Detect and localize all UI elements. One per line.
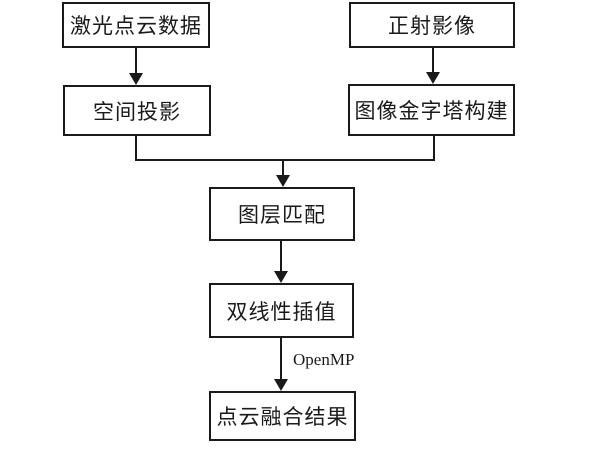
node-orthophoto-label: 正射影像 xyxy=(388,14,476,38)
node-spatial-projection-label: 空间投影 xyxy=(93,99,181,124)
node-laser-point-cloud-label: 激光点云数据 xyxy=(70,14,202,38)
edge-merge-elbow xyxy=(135,136,435,161)
node-fusion-result-label: 点云融合结果 xyxy=(216,405,349,429)
arrowhead-matching-to-interpolation xyxy=(274,271,288,283)
node-image-pyramid-label: 图像金字塔构建 xyxy=(354,99,509,123)
node-orthophoto: 正射影像 xyxy=(349,2,515,48)
node-image-pyramid: 图像金字塔构建 xyxy=(348,84,515,136)
node-layer-matching: 图层匹配 xyxy=(209,187,355,241)
node-fusion-result: 点云融合结果 xyxy=(209,391,356,441)
arrowhead-interpolation-to-result xyxy=(274,379,288,391)
node-spatial-projection: 空间投影 xyxy=(63,85,211,136)
node-laser-point-cloud: 激光点云数据 xyxy=(62,2,210,48)
arrowhead-laser-to-projection xyxy=(129,73,143,85)
arrowhead-merge-to-matching xyxy=(276,175,290,187)
node-layer-matching-label: 图层匹配 xyxy=(238,203,326,227)
arrowhead-orthophoto-to-pyramid xyxy=(426,72,440,84)
edge-label-openmp: OpenMP xyxy=(293,350,355,369)
node-bilinear-interpolation-label: 双线性插值 xyxy=(226,299,337,324)
node-bilinear-interpolation: 双线性插值 xyxy=(209,283,354,338)
